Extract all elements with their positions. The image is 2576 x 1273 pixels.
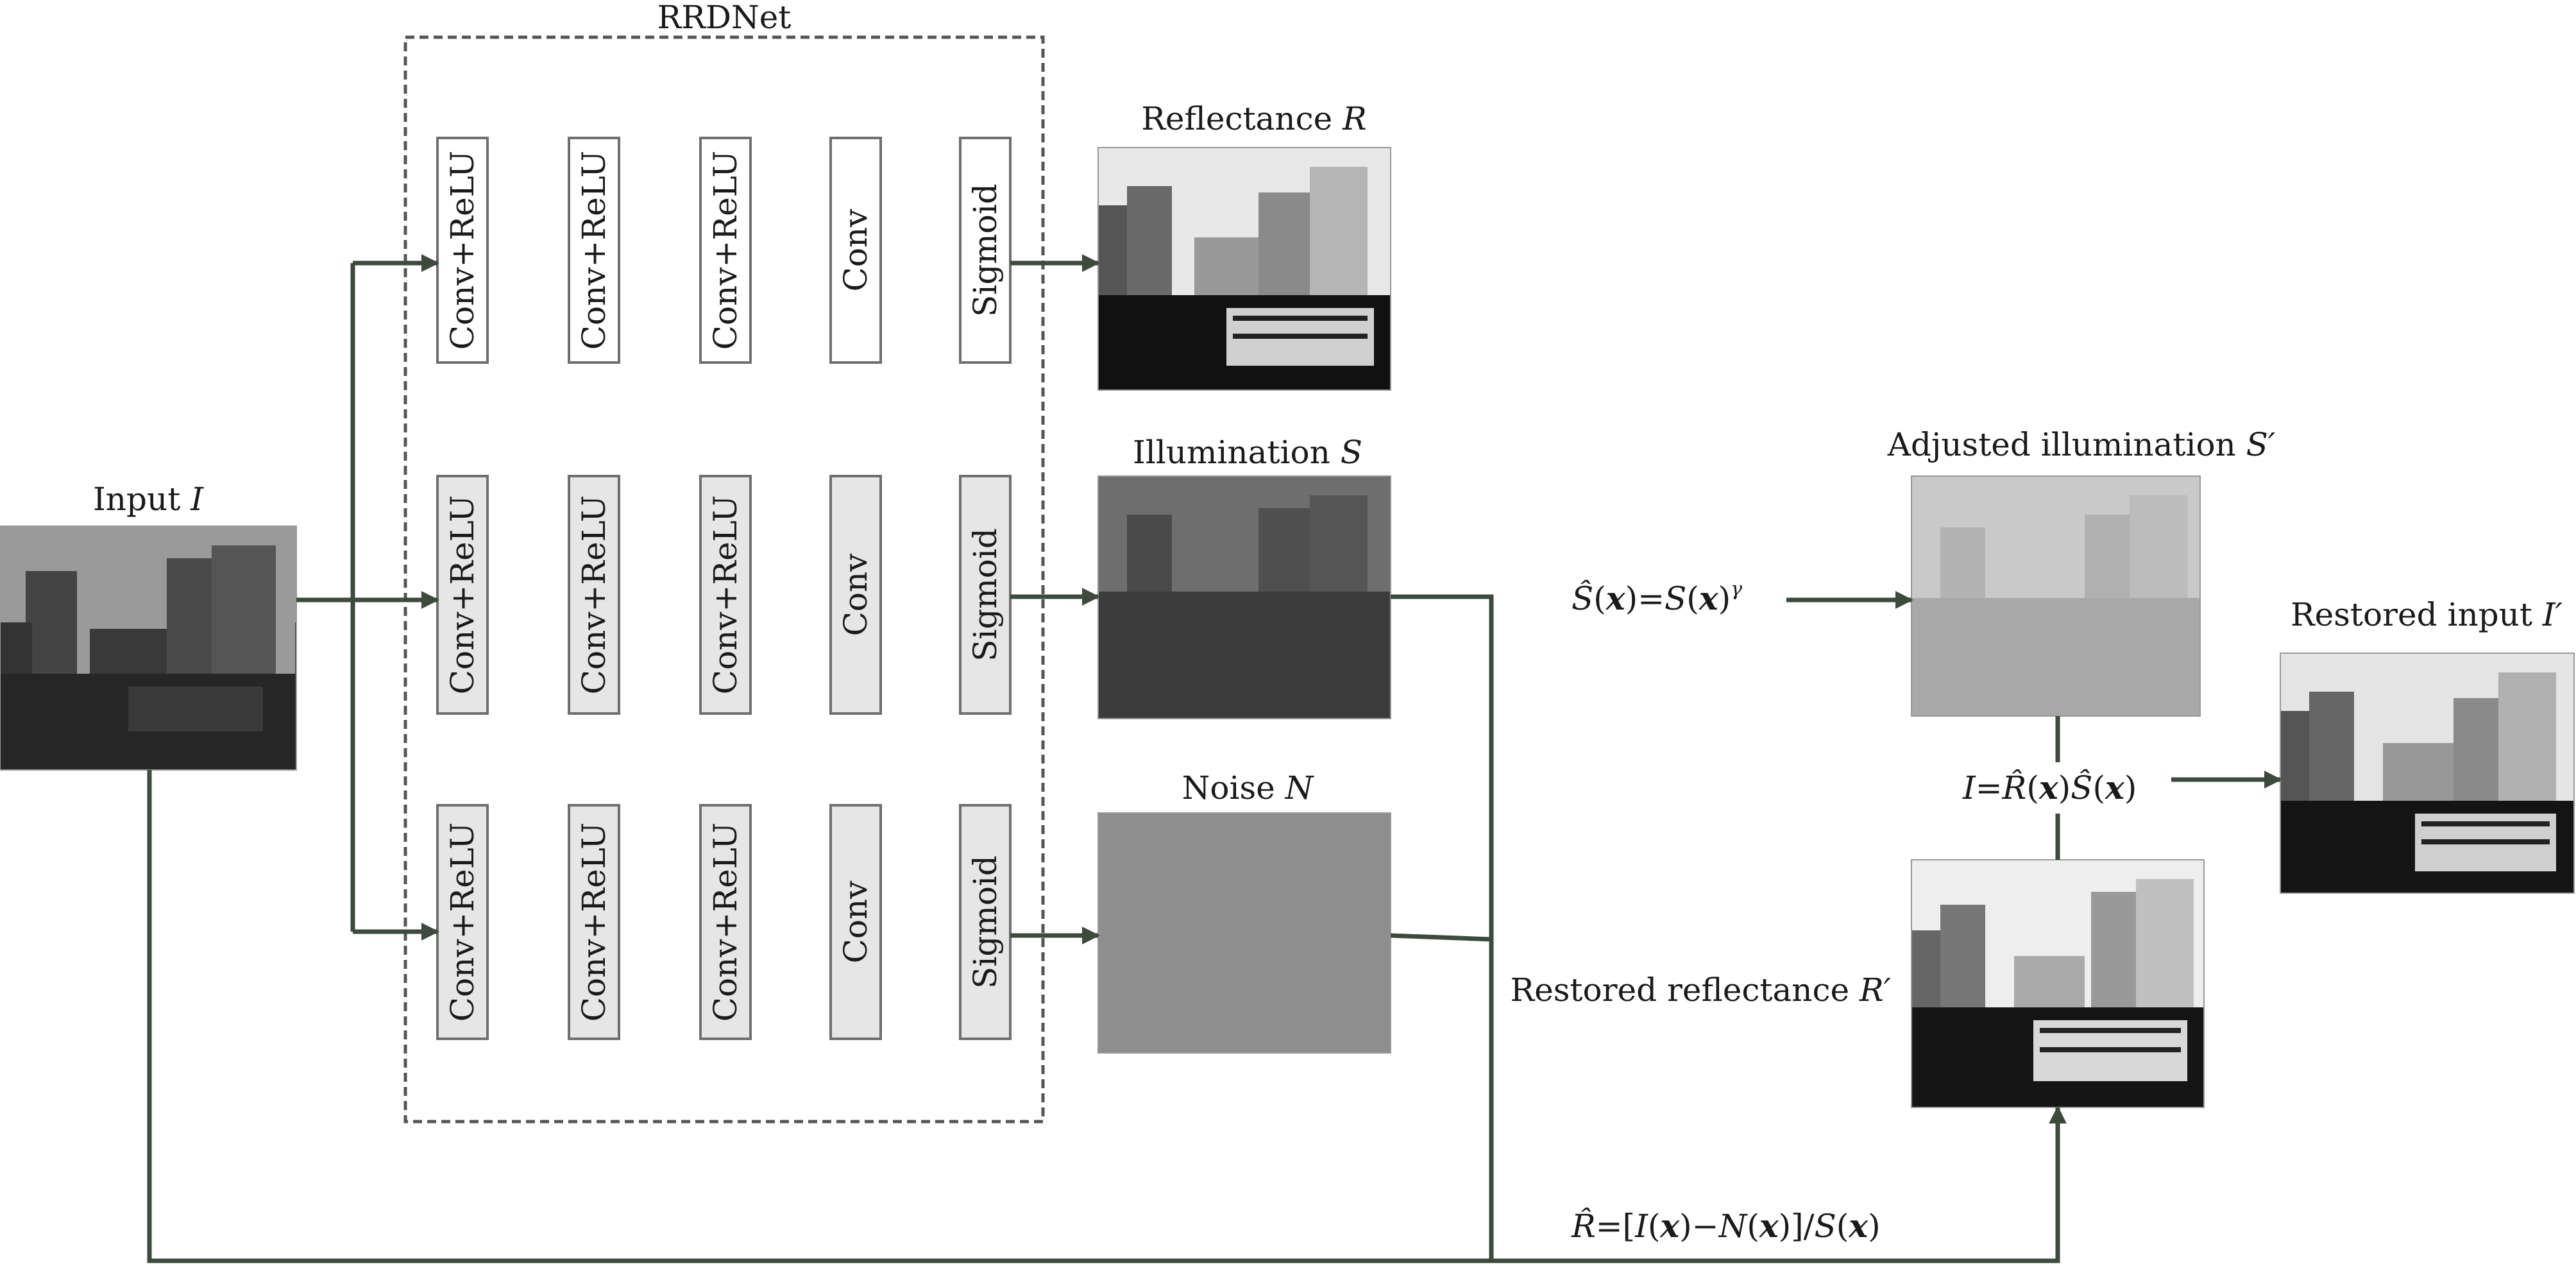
- row-3-block-4: Conv: [829, 804, 882, 1040]
- noise-label: Noise N: [1182, 769, 1315, 807]
- svg-text:Conv: Conv: [837, 209, 874, 292]
- svg-text:Conv+ReLU: Conv+ReLU: [444, 823, 481, 1022]
- wire-input-bottom: [147, 770, 2067, 1263]
- row-3-block-3: Conv+ReLU: [699, 804, 752, 1040]
- row-2-block-1: Conv+ReLU: [436, 475, 489, 715]
- svg-text:Conv+ReLU: Conv+ReLU: [707, 151, 744, 350]
- input-label: Input I: [93, 481, 204, 518]
- input-image: [0, 525, 297, 771]
- row-3-block-1: Conv+ReLU: [436, 804, 489, 1040]
- adjusted-illumination-label: Adjusted illumination S′: [1887, 426, 2276, 463]
- rrdnet-container: [403, 35, 1045, 1123]
- reflectance-label: Reflectance R: [1141, 100, 1366, 137]
- svg-text:Sigmoid: Sigmoid: [967, 855, 1004, 989]
- row-1-block-5: Sigmoid: [959, 137, 1012, 364]
- illumination-label: Illumination S: [1133, 434, 1362, 471]
- svg-text:Conv+ReLU: Conv+ReLU: [444, 495, 481, 695]
- row-1-block-4: Conv: [829, 137, 882, 364]
- illumination-image: [1097, 475, 1391, 719]
- product-equation: I=R̂(x)Ŝ(x): [1962, 769, 2137, 807]
- svg-text:Conv+ReLU: Conv+ReLU: [707, 495, 744, 695]
- row-3-block-5: Sigmoid: [959, 804, 1012, 1040]
- row-2-block-5: Sigmoid: [959, 475, 1012, 715]
- wire-illumination-to-bus: [1391, 594, 1494, 1261]
- svg-text:Sigmoid: Sigmoid: [967, 528, 1004, 662]
- rrdnet-row-3: Conv+ReLU Conv+ReLU Conv+ReLU Conv Sigmo…: [436, 804, 1012, 1040]
- restored-reflectance-image: [1911, 859, 2205, 1108]
- svg-text:Conv: Conv: [837, 553, 874, 636]
- restored-reflectance-label: Restored reflectance R′: [1510, 971, 1891, 1009]
- gamma-equation: Ŝ(x)=S(x)γ: [1572, 578, 1742, 617]
- svg-text:Conv+ReLU: Conv+ReLU: [707, 823, 744, 1022]
- rrdnet-row-1: Conv+ReLU Conv+ReLU Conv+ReLU Conv Sigmo…: [436, 137, 1012, 364]
- row-1-block-1: Conv+ReLU: [436, 137, 489, 364]
- row-3-block-2: Conv+ReLU: [568, 804, 620, 1040]
- row-2-block-4: Conv: [829, 475, 882, 715]
- rrdnet-title: RRDNet: [657, 0, 792, 36]
- restored-input-label: Restored input I′: [2291, 596, 2563, 633]
- wires: [147, 254, 2282, 1263]
- reflectance-image: [1097, 147, 1391, 391]
- svg-text:Conv+ReLU: Conv+ReLU: [575, 495, 613, 695]
- rrdnet-row-2: Conv+ReLU Conv+ReLU Conv+ReLU Conv Sigmo…: [436, 475, 1012, 715]
- row-2-block-3: Conv+ReLU: [699, 475, 752, 715]
- svg-text:Conv+ReLU: Conv+ReLU: [444, 151, 481, 350]
- svg-text:Conv+ReLU: Conv+ReLU: [575, 151, 613, 350]
- adjusted-illumination-image: [1911, 475, 2201, 717]
- wire-noise-to-bus: [1390, 933, 1492, 942]
- noise-image: [1097, 812, 1391, 1054]
- restored-input-image: [2280, 653, 2575, 894]
- row-1-block-2: Conv+ReLU: [568, 137, 620, 364]
- svg-text:Conv: Conv: [837, 880, 874, 964]
- reflectance-equation: R̂=[I(x)−N(x)]/S(x): [1571, 1207, 1881, 1245]
- svg-text:Sigmoid: Sigmoid: [967, 184, 1004, 317]
- row-2-block-2: Conv+ReLU: [568, 475, 620, 715]
- svg-text:Conv+ReLU: Conv+ReLU: [575, 823, 613, 1022]
- row-1-block-3: Conv+ReLU: [699, 137, 752, 364]
